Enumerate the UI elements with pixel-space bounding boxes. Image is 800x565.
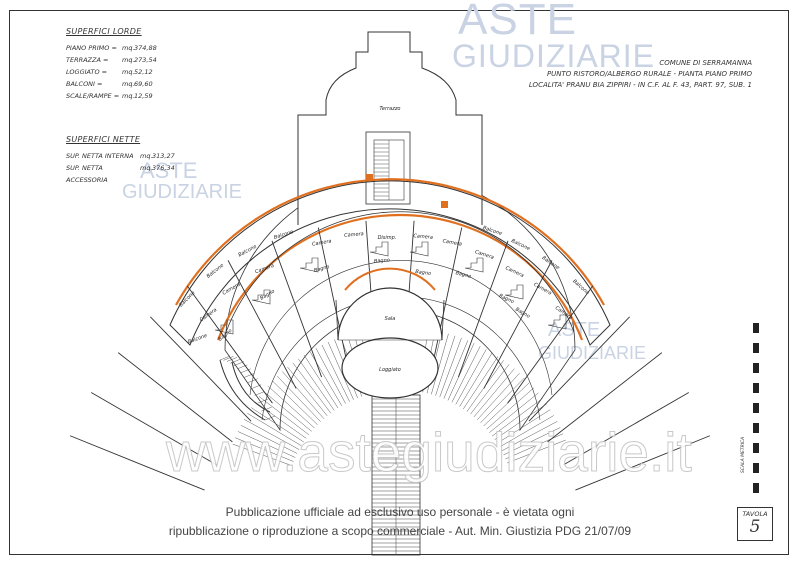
room-label-sala: Sala <box>385 316 396 322</box>
row-value: 69,60 <box>134 80 153 88</box>
row-label: SCALE/RAMPE = <box>66 92 120 100</box>
superfici-lorde-table: SUPERFICI LORDE PIANO PRIMO =mq.374,88 T… <box>66 26 157 102</box>
row-label: TERRAZZA = <box>66 56 109 64</box>
table-row: SCALE/RAMPE =mq.12,59 <box>66 90 157 102</box>
row-unit: mq. <box>140 164 153 172</box>
scale-segment <box>753 383 759 393</box>
row-label: BALCONI = <box>66 80 103 88</box>
scale-segment <box>753 343 759 353</box>
scale-segment <box>753 353 759 363</box>
scale-segment <box>753 483 759 493</box>
sala-loggiato <box>335 267 445 399</box>
room-label-camera: Camera <box>442 238 462 247</box>
row-value: 376,34 <box>152 164 175 172</box>
scale-bar-segments <box>753 323 759 493</box>
scale-segment <box>753 463 759 473</box>
room-label-bagno: Bagno <box>498 293 515 305</box>
room-label-balcone: Balcone <box>541 255 561 271</box>
scale-segment <box>753 453 759 463</box>
room-label-balcone: Balcone <box>187 333 208 345</box>
title-comune: COMUNE DI SERRAMANNA <box>659 59 752 67</box>
scale-label: SCALA METRICA <box>741 436 746 473</box>
tavola-label: TAVOLA <box>742 510 768 518</box>
row-unit: mq. <box>122 92 135 100</box>
room-label-bagno: Bagno <box>374 257 390 264</box>
superfici-lorde-heading: SUPERFICI LORDE <box>66 27 142 36</box>
room-label-camera: Camera <box>254 263 274 275</box>
row-value: 374,88 <box>134 44 157 52</box>
title-block: COMUNE DI SERRAMANNA PUNTO RISTORO/ALBER… <box>529 58 752 91</box>
row-unit: mq. <box>122 56 135 64</box>
room-label-camera: Camera <box>504 265 524 279</box>
row-value: 313,27 <box>152 152 175 160</box>
metric-scale: SCALA METRICA <box>741 323 767 493</box>
row-unit: mq. <box>122 44 135 52</box>
table-row: PIANO PRIMO = mq.374,88 <box>66 42 157 54</box>
room-label-camera: Camera <box>474 249 495 261</box>
room-label-bagno: Bagno <box>313 264 330 274</box>
central-stair <box>371 394 421 556</box>
row-unit: mq. <box>122 80 135 88</box>
drawing-frame <box>9 10 789 555</box>
row-value: 273,54 <box>134 56 157 64</box>
publication-notice: Pubblicazione ufficiale ad esclusivo uso… <box>150 503 650 541</box>
tavola-box: TAVOLA 5 <box>737 507 773 541</box>
title-project: PUNTO RISTORO/ALBERGO RURALE - PIANTA PI… <box>546 70 752 78</box>
rooms-wing <box>69 178 711 491</box>
room-label-loggiato: Loggiato <box>379 367 401 373</box>
row-label: PIANO PRIMO = <box>66 44 117 52</box>
room-label-bagno: Bagno <box>415 269 432 277</box>
tavola-number: 5 <box>749 517 761 537</box>
row-label: SUP. NETTA INTERNA <box>66 152 134 160</box>
room-label-balcone: Balcone <box>571 278 590 296</box>
watermark-url: www.astegiudiziarie.it <box>166 421 693 484</box>
scale-segment <box>753 403 759 413</box>
notice-line-2: ripubblicazione o riproduzione a scopo c… <box>168 524 632 538</box>
row-value: 52,12 <box>134 68 153 76</box>
scale-segment <box>753 413 759 423</box>
table-row: LOGGIATO = mq.52,12 <box>66 66 157 78</box>
row-unit: mq. <box>122 68 135 76</box>
room-label-balcone: Balcone <box>273 229 294 241</box>
row-unit: mq. <box>140 152 153 160</box>
scale-bar <box>753 323 759 493</box>
room-label-camera: Camera <box>199 307 219 323</box>
left-stair <box>219 355 276 421</box>
scale-segment <box>753 323 759 333</box>
row-value: 12,59 <box>134 92 153 100</box>
scale-segment <box>753 363 759 373</box>
scale-segment <box>753 473 759 483</box>
table-row: BALCONI = mq.69,60 <box>66 78 157 90</box>
scale-segment <box>753 373 759 383</box>
room-label-disimp: Disimp. <box>378 235 397 241</box>
room-label-bagno: Bagno <box>514 307 531 320</box>
scale-segment <box>753 433 759 443</box>
scale-segment <box>753 423 759 433</box>
room-label-balcone: Balcone <box>206 263 225 280</box>
room-label-balcone: Balcone <box>482 225 503 237</box>
room-label-camera: Camera <box>312 238 332 247</box>
notice-line-1: Pubblicazione ufficiale ad esclusivo uso… <box>225 505 575 519</box>
room-label-bagno: Bagno <box>455 270 472 280</box>
room-label-camera: Camera <box>344 231 364 239</box>
table-row: TERRAZZA = mq.273,54 <box>66 54 157 66</box>
superfici-nette-heading: SUPERFICI NETTE <box>66 135 141 144</box>
scale-segment <box>753 393 759 403</box>
table-row: SUP. NETTA INTERNA mq.313,27 <box>66 150 175 162</box>
scale-segment <box>753 443 759 453</box>
terrazzo-block <box>297 31 483 225</box>
scale-segment <box>753 333 759 343</box>
room-label-bagno: Bagno <box>259 289 276 302</box>
row-label: LOGGIATO = <box>66 68 108 76</box>
table-row: SUP. NETTA ACCESSORIA mq.376,34 <box>66 162 175 186</box>
room-label-camera: Camera <box>222 282 242 297</box>
title-location: LOCALITA' PRANU BIA ZIPPIRI - IN C.F. AL… <box>528 81 752 89</box>
row-label: SUP. NETTA ACCESSORIA <box>66 164 108 184</box>
room-label-terrazzo: Terrazzo <box>380 106 401 112</box>
room-label-camera: Camera <box>413 233 433 241</box>
